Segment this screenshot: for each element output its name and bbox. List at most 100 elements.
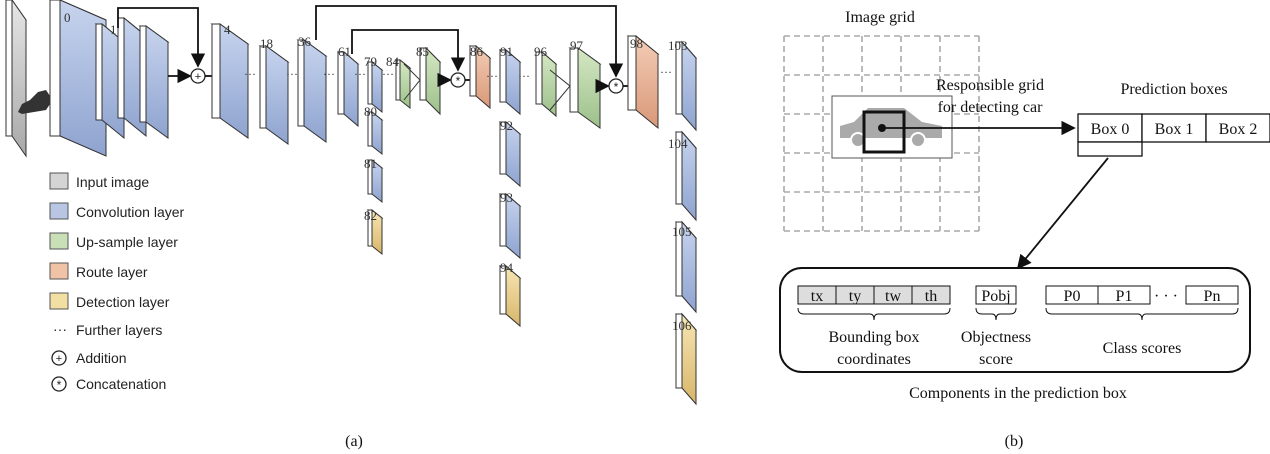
legend-swatch-route: [49, 262, 69, 280]
conv-slab: [336, 50, 360, 128]
slab-side: [395, 59, 401, 101]
layer-number: 0: [64, 10, 71, 25]
slab-face: [303, 39, 327, 143]
conv-slab: [674, 220, 698, 314]
conv-slab: [49, 0, 107, 157]
layer-number: 79: [364, 54, 377, 69]
slab-face: [343, 50, 359, 128]
coord-label: ty: [849, 288, 861, 305]
layer-number: 104: [668, 136, 688, 151]
slab-face: [145, 25, 169, 139]
conv-slab: [138, 25, 170, 139]
further-layers-dots-icon: ···: [53, 321, 67, 337]
slab-side: [569, 47, 579, 113]
conv-slab: [210, 23, 250, 139]
detection-slab: [674, 312, 698, 406]
concatenation-symbol: *: [614, 80, 619, 94]
layer-number: 94: [500, 260, 514, 275]
bbox-label: Bounding box: [828, 329, 919, 346]
legend-label: Further layers: [76, 322, 162, 338]
slab-side: [469, 45, 477, 97]
slab-side: [675, 41, 683, 115]
legend-swatch-upsample: [49, 232, 69, 250]
route-slab: [468, 44, 492, 110]
box-0-extension: [1077, 141, 1143, 157]
legend-label: Input image: [76, 174, 149, 190]
slab-side: [627, 35, 637, 111]
layer-number: 61: [338, 44, 351, 59]
conv-slab: [366, 60, 384, 114]
class-cell: [1185, 285, 1239, 305]
conv-slab: [366, 158, 384, 204]
slab-face: [505, 264, 521, 328]
detection-slab: [498, 264, 522, 328]
prediction-box-label: Box 2: [1219, 121, 1258, 138]
slab-face: [11, 0, 27, 158]
layer-number: 82: [364, 208, 377, 223]
further-layers-dots: ···: [660, 65, 672, 79]
layer-number: 105: [672, 224, 692, 239]
brace: [797, 307, 951, 321]
slab-side: [297, 39, 305, 127]
conv-slab: [498, 192, 522, 260]
further-layers-dots: ···: [286, 67, 298, 81]
slab-side: [419, 47, 427, 101]
prediction-box-label: Box 1: [1155, 121, 1194, 138]
legend-label: Convolution layer: [76, 204, 185, 220]
layer-number: 18: [260, 36, 273, 51]
slab-side: [499, 193, 507, 247]
objectness-cell-label: Pobj: [981, 288, 1010, 305]
prediction-box: [1205, 113, 1270, 143]
network-diagram: 01+4···18···36···61···79808182···8485*86…: [5, 0, 698, 406]
objectness-cell: [975, 285, 1017, 305]
layer-number: 80: [364, 104, 377, 119]
concatenation-symbol: *: [57, 378, 62, 392]
caption-a: (a): [345, 433, 363, 450]
conv-slab: [498, 48, 522, 116]
concatenation-symbol: *: [456, 74, 461, 88]
slab-side: [675, 131, 683, 205]
legend: Input image Convolution layer Up-sample …: [49, 172, 185, 392]
class-cell-label: Pn: [1204, 288, 1221, 305]
class-dots: · · ·: [1154, 288, 1178, 305]
further-layers-dots: ···: [323, 67, 335, 81]
slab-side: [499, 49, 507, 103]
image-grid-label: Image grid: [845, 9, 915, 26]
slab-side: [5, 0, 13, 137]
input-image-slab: [5, 0, 27, 158]
layer-number: 85: [416, 44, 429, 59]
coord-label: th: [925, 288, 937, 305]
brace: [975, 307, 1017, 321]
further-layers-dots: ···: [486, 69, 498, 83]
legend-swatch-input: [49, 172, 69, 190]
caption-b: (b): [1005, 433, 1024, 450]
slab-side: [367, 61, 373, 105]
conv-slab: [674, 40, 698, 132]
slab-side: [367, 159, 373, 195]
slab-side: [211, 23, 221, 119]
slab-side: [49, 0, 61, 137]
coord-label: tx: [811, 288, 823, 305]
class-scores-label: Class scores: [1103, 340, 1182, 357]
class-cell: [1097, 285, 1151, 305]
slab-face: [399, 58, 411, 110]
layer-number: 106: [672, 318, 692, 333]
prediction-box: [1077, 113, 1143, 143]
slab-side: [499, 121, 507, 175]
coord-cell: [911, 285, 951, 305]
layer-number: 1: [110, 22, 117, 37]
responsible-label: Responsible grid: [936, 77, 1044, 94]
slab-face: [265, 45, 289, 145]
further-layers-dots: ···: [382, 67, 394, 81]
layer-number: 98: [630, 36, 643, 51]
further-layers-dots: ···: [354, 67, 366, 81]
slab-side: [117, 17, 125, 119]
class-cell-label: P0: [1064, 288, 1081, 305]
further-layers-dots: ···: [244, 67, 256, 81]
layer-number: 96: [534, 44, 548, 59]
slab-side: [675, 221, 683, 297]
layer-number: 93: [500, 190, 513, 205]
slab-face: [219, 23, 249, 139]
skip-connection: [117, 7, 206, 68]
